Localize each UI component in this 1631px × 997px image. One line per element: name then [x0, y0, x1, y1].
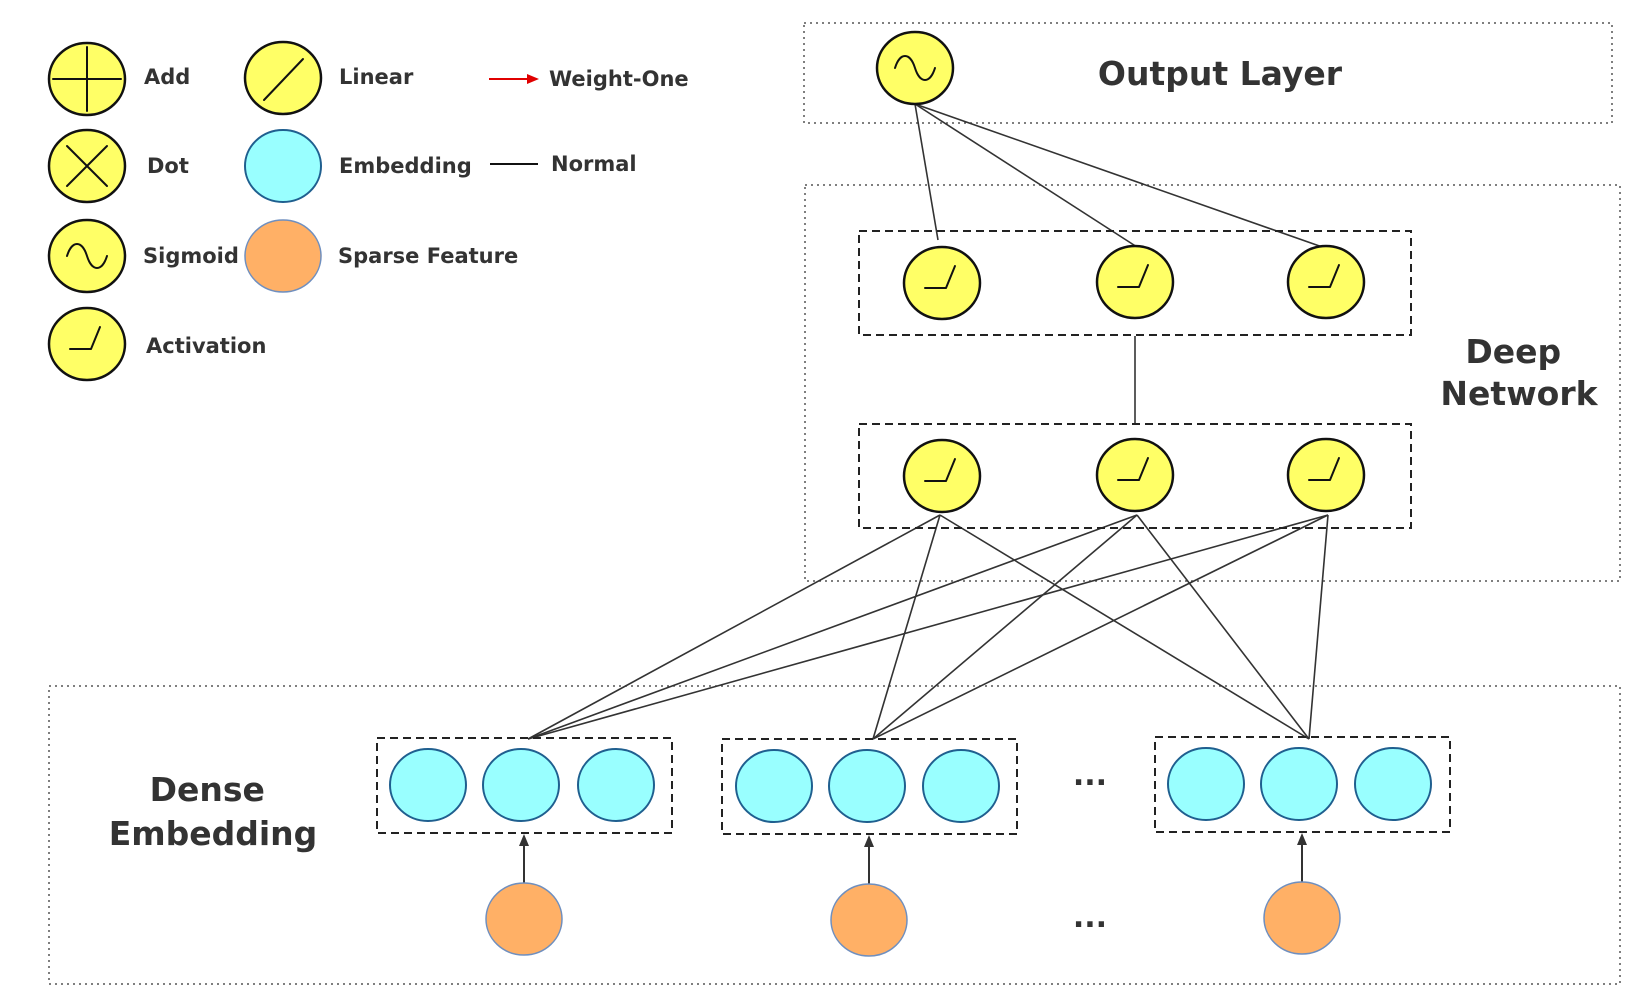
legend-item-add: Add	[47, 41, 190, 117]
legend-item-sparse-feature: Sparse Feature	[244, 219, 518, 293]
hidden-layer-1-node	[1286, 437, 1366, 513]
embedding-node	[1354, 747, 1432, 821]
svg-text:Sparse Feature: Sparse Feature	[338, 244, 518, 268]
hidden-layer-1-group	[858, 423, 1412, 529]
sparse-to-embedding-arrow	[1297, 833, 1307, 882]
hidden-layer-2-node	[1286, 244, 1366, 320]
sparse-feature-ellipsis: ...	[1073, 900, 1107, 935]
embedding-node	[828, 749, 906, 823]
embedding-node	[389, 748, 467, 822]
dense-embedding-box	[48, 685, 1621, 985]
sparse-to-embedding-arrow	[864, 835, 874, 884]
output-layer-label: Output Layer	[1098, 54, 1343, 93]
hidden-layer-1-node	[902, 438, 982, 514]
hidden1-to-embedding-edges	[527, 514, 1329, 740]
sparse-feature-node	[1263, 881, 1341, 955]
legend-item-linear: Linear	[243, 40, 414, 116]
legend-edge-weight-one: Weight-One	[489, 67, 689, 91]
embedding-node	[1167, 747, 1245, 821]
output-sigmoid-node	[875, 30, 955, 106]
hidden-layer-1-node	[1095, 437, 1175, 513]
embedding-group	[721, 738, 1018, 835]
embedding-node	[735, 749, 813, 823]
legend-edge-normal: Normal	[490, 152, 637, 176]
sparse-feature-node	[830, 883, 908, 957]
embedding-group	[376, 737, 673, 834]
legend: Add Dot Sigmoid Activation Linear Embedd…	[47, 40, 689, 382]
output-to-hidden2-edges	[914, 103, 1329, 250]
deep-network-label: Deep Network	[1440, 332, 1598, 413]
embedding-node	[577, 748, 655, 822]
embedding-node	[1260, 747, 1338, 821]
hidden-layer-2-group	[858, 230, 1412, 336]
embedding-group	[1154, 736, 1451, 833]
svg-text:Add: Add	[144, 65, 190, 89]
embedding-ellipsis: ...	[1073, 758, 1107, 793]
legend-item-dot: Dot	[47, 128, 189, 204]
svg-text:Activation: Activation	[146, 334, 266, 358]
legend-item-embedding: Embedding	[244, 129, 472, 203]
svg-text:Normal: Normal	[551, 152, 637, 176]
svg-text:Linear: Linear	[339, 65, 414, 89]
output-layer-box	[803, 22, 1613, 124]
svg-text:Embedding: Embedding	[339, 154, 472, 178]
embedding-node	[482, 748, 560, 822]
hidden-layer-2-node	[902, 245, 982, 321]
dense-embedding-label: Dense Embedding	[109, 770, 318, 853]
sparse-feature-node	[485, 882, 563, 956]
legend-item-activation: Activation	[47, 306, 266, 382]
hidden-layer-2-node	[1095, 244, 1175, 320]
svg-text:Dot: Dot	[147, 154, 189, 178]
sparse-to-embedding-arrow	[519, 834, 529, 883]
legend-item-sigmoid: Sigmoid	[47, 218, 239, 294]
svg-text:Sigmoid: Sigmoid	[143, 244, 239, 268]
embedding-node	[922, 749, 1000, 823]
svg-text:Weight-One: Weight-One	[549, 67, 689, 91]
